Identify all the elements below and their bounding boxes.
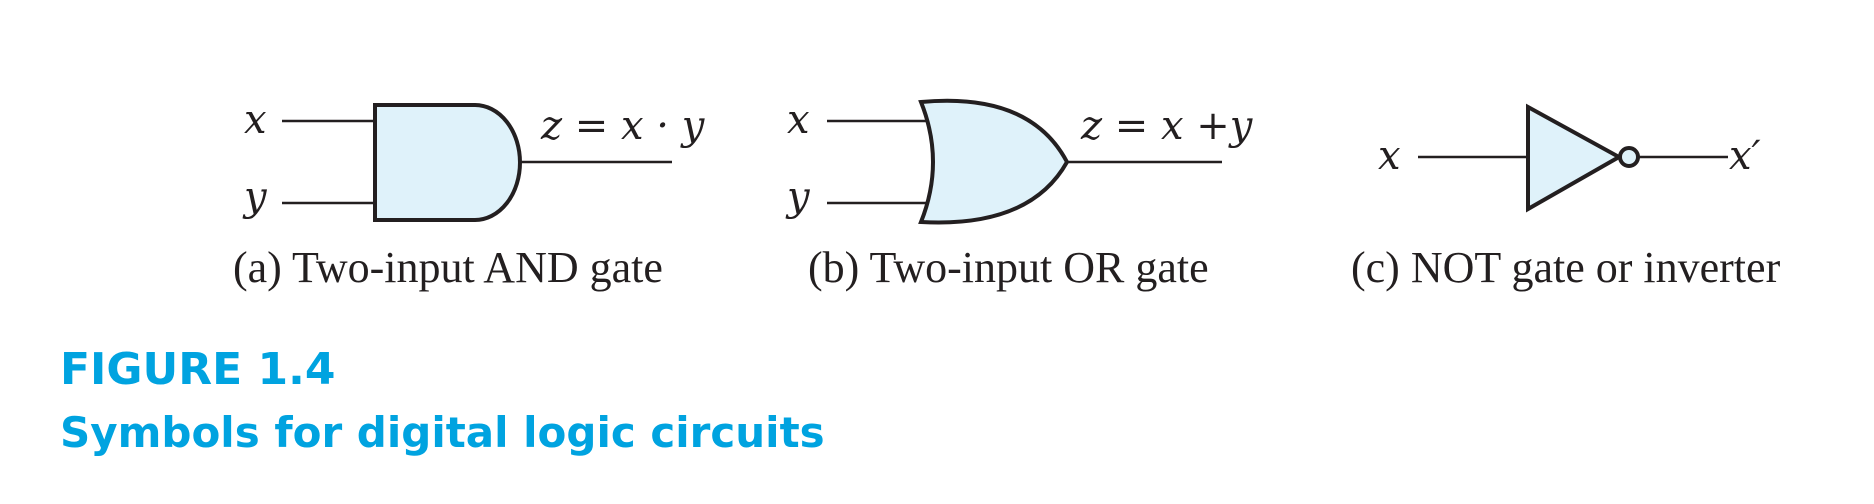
or-input-y-label: y [785, 174, 811, 220]
not-inversion-bubble [1618, 146, 1640, 168]
figure-number: FIGURE 1.4 [60, 344, 336, 395]
and-input-x-label: x [244, 97, 267, 143]
figure-title: Symbols for digital logic circuits [60, 408, 825, 457]
or-gate-symbol: x y z = x +y (b) Two-input OR gate [785, 97, 1254, 292]
not-output-label: x′ [1729, 133, 1761, 179]
not-gate-symbol: x x′ (c) NOT gate or inverter [1351, 103, 1781, 292]
and-gate-body [373, 103, 522, 222]
or-output-expression: z = x +y [1080, 103, 1254, 149]
and-input-y-label: y [242, 174, 268, 220]
not-input-label: x [1378, 133, 1401, 179]
and-output-expression: z = x · y [540, 103, 706, 149]
or-input-x-label: x [787, 97, 810, 143]
or-gate-caption: (b) Two-input OR gate [808, 243, 1209, 292]
not-gate-caption: (c) NOT gate or inverter [1351, 243, 1781, 292]
not-gate-triangle [1526, 103, 1624, 213]
and-gate-caption: (a) Two-input AND gate [233, 243, 663, 292]
and-gate-symbol: x y z = x · y (a) Two-input AND gate [233, 97, 706, 292]
or-gate-body [918, 98, 1070, 225]
